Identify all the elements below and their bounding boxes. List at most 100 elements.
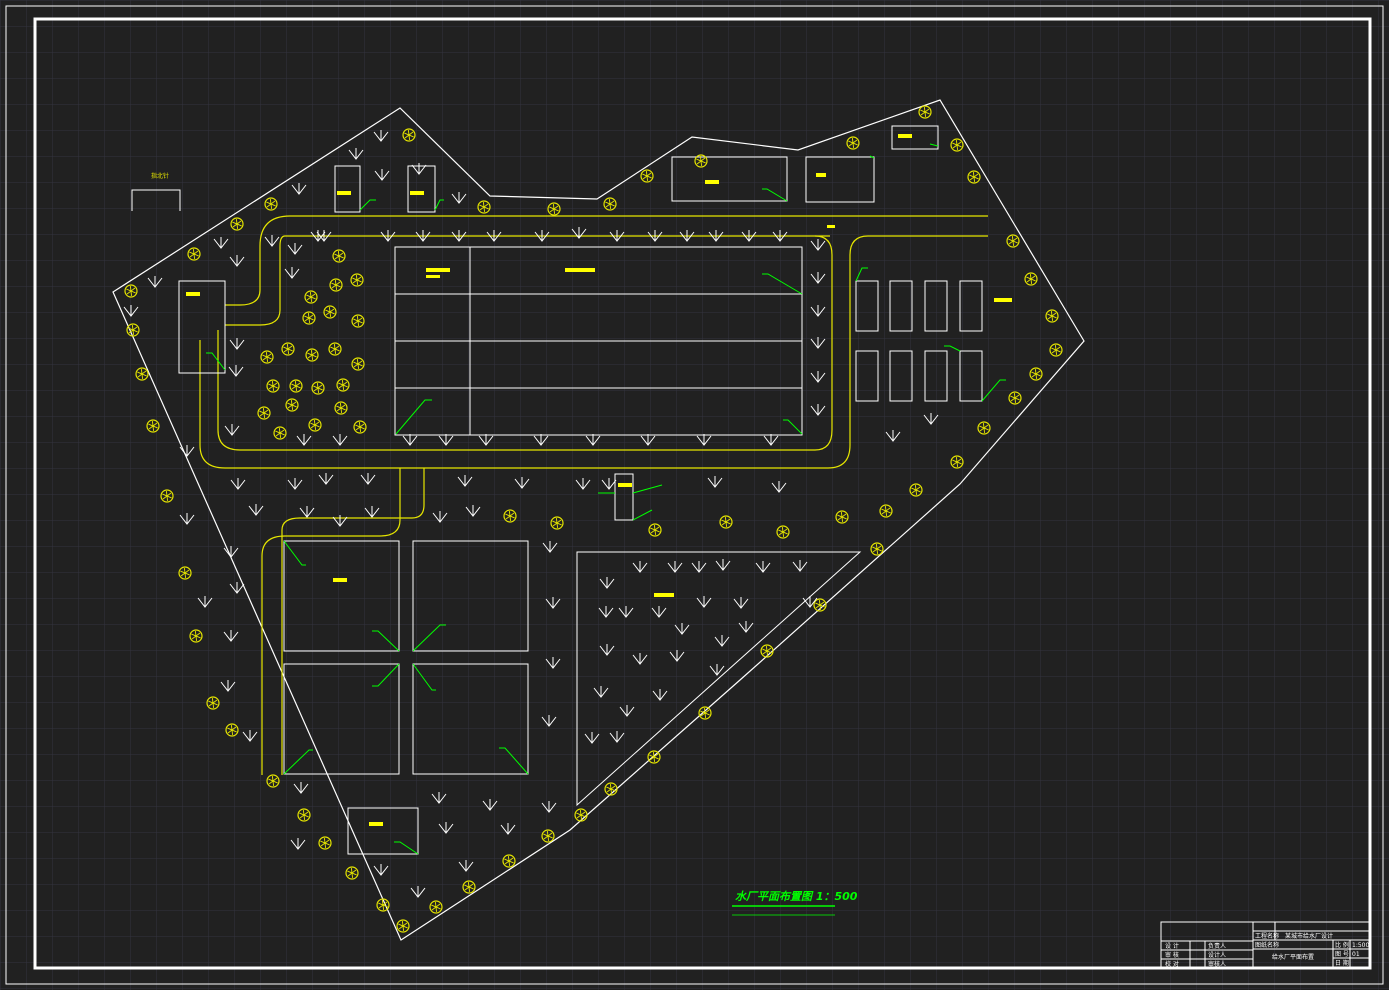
shrub-symbol — [632, 561, 648, 573]
tree-symbol — [776, 525, 790, 539]
shrub-symbol — [571, 227, 587, 239]
tree-symbol — [297, 808, 311, 822]
shrub-symbol — [458, 860, 474, 872]
shrub-symbol — [229, 582, 245, 594]
small-building-2 — [407, 165, 436, 213]
shrub-symbol — [609, 230, 625, 242]
tree-symbol — [350, 273, 364, 287]
tree-symbol — [206, 696, 220, 710]
shrub-symbol — [415, 230, 431, 242]
small-building-1 — [334, 165, 361, 213]
shrub-symbol — [541, 715, 557, 727]
tree-symbol — [647, 750, 661, 764]
tree-symbol — [1008, 391, 1022, 405]
shrub-symbol — [451, 230, 467, 242]
road-network — [199, 215, 988, 775]
shrub-symbol — [318, 473, 334, 485]
tree-symbol — [719, 515, 733, 529]
tb-drawing-name-value: 给水厂平面布置 — [1272, 953, 1314, 961]
shrub-symbol — [669, 650, 685, 662]
shrub-symbol — [885, 430, 901, 442]
tb-name-2: 设计人 — [1208, 951, 1226, 959]
tree-symbols — [124, 105, 1063, 933]
tree-symbol — [264, 197, 278, 211]
shrub-symbol — [364, 506, 380, 518]
shrub-symbol — [674, 623, 690, 635]
shrub-symbol — [584, 732, 600, 744]
shrub-symbol — [598, 606, 614, 618]
tree-symbol — [640, 169, 654, 183]
shrub-symbol — [223, 546, 239, 558]
north-marker: 指北针 — [131, 172, 181, 211]
tree-symbol — [396, 919, 410, 933]
shrub-symbol — [545, 597, 561, 609]
shrub-symbol — [792, 560, 808, 572]
tree-symbol — [189, 629, 203, 643]
shrub-symbol — [810, 239, 826, 251]
shrub-symbol — [755, 561, 771, 573]
tree-symbol — [503, 509, 517, 523]
shrub-symbol — [619, 705, 635, 717]
tb-project-value: 某城市给水厂设计 — [1285, 932, 1333, 940]
shrub-symbol — [640, 434, 656, 446]
tb-name-3: 审核人 — [1208, 960, 1226, 968]
tree-symbol — [541, 829, 555, 843]
shrub-symbol — [284, 267, 300, 279]
tree-symbol — [835, 510, 849, 524]
shrub-symbol — [772, 230, 788, 242]
drawing-title-group: 水厂平面布置图 1：500 — [732, 890, 858, 916]
shrub-symbol — [293, 782, 309, 794]
tree-symbol — [648, 523, 662, 537]
shrub-symbol — [514, 477, 530, 489]
shrub-symbol — [679, 230, 695, 242]
outer-border — [5, 5, 1384, 985]
tb-project-label: 工程名称 — [1255, 932, 1279, 940]
tb-drawing-name-label: 图纸名称 — [1255, 941, 1279, 949]
tree-symbol — [257, 406, 271, 420]
shrub-symbol — [332, 434, 348, 446]
shrub-symbol — [332, 515, 348, 527]
tree-symbol — [304, 290, 318, 304]
tree-symbol — [698, 706, 712, 720]
tree-symbol — [351, 357, 365, 371]
tree-symbol — [694, 154, 708, 168]
shrub-symbol — [609, 731, 625, 743]
shrub-symbol — [438, 822, 454, 834]
tree-symbol — [230, 217, 244, 231]
shrub-symbol — [618, 606, 634, 618]
shrub-symbol — [599, 644, 615, 656]
shrub-symbol — [533, 434, 549, 446]
shrub-symbol — [534, 230, 550, 242]
pump-house-top-right — [891, 125, 939, 150]
tree-symbol — [266, 774, 280, 788]
triangular-green-zone — [576, 551, 862, 807]
tree-symbol — [909, 483, 923, 497]
office-building-top — [671, 156, 788, 202]
tree-symbol — [1006, 234, 1020, 248]
tree-symbol — [376, 898, 390, 912]
tank-3 — [283, 663, 400, 775]
tree-symbol — [950, 455, 964, 469]
tree-symbol — [353, 420, 367, 434]
shrub-symbol — [647, 230, 663, 242]
shrub-symbol — [147, 276, 163, 288]
shrub-symbol — [763, 434, 779, 446]
shrub-symbol — [667, 561, 683, 573]
shrub-symbol — [715, 559, 731, 571]
tree-symbol — [760, 644, 774, 658]
shrub-symbol — [380, 230, 396, 242]
tree-symbol — [135, 367, 149, 381]
shrub-symbol — [224, 424, 240, 436]
tree-symbol — [318, 836, 332, 850]
tree-symbol — [332, 249, 346, 263]
gate-house-left — [178, 280, 226, 374]
shrub-symbol — [810, 305, 826, 317]
shrub-symbol — [545, 657, 561, 669]
shrub-symbols — [123, 130, 939, 898]
shrub-symbol — [438, 434, 454, 446]
shrub-symbol — [316, 230, 332, 242]
shrub-symbol — [228, 365, 244, 377]
shrub-symbol — [599, 577, 615, 589]
tree-symbol — [1049, 343, 1063, 357]
tree-symbol — [334, 401, 348, 415]
